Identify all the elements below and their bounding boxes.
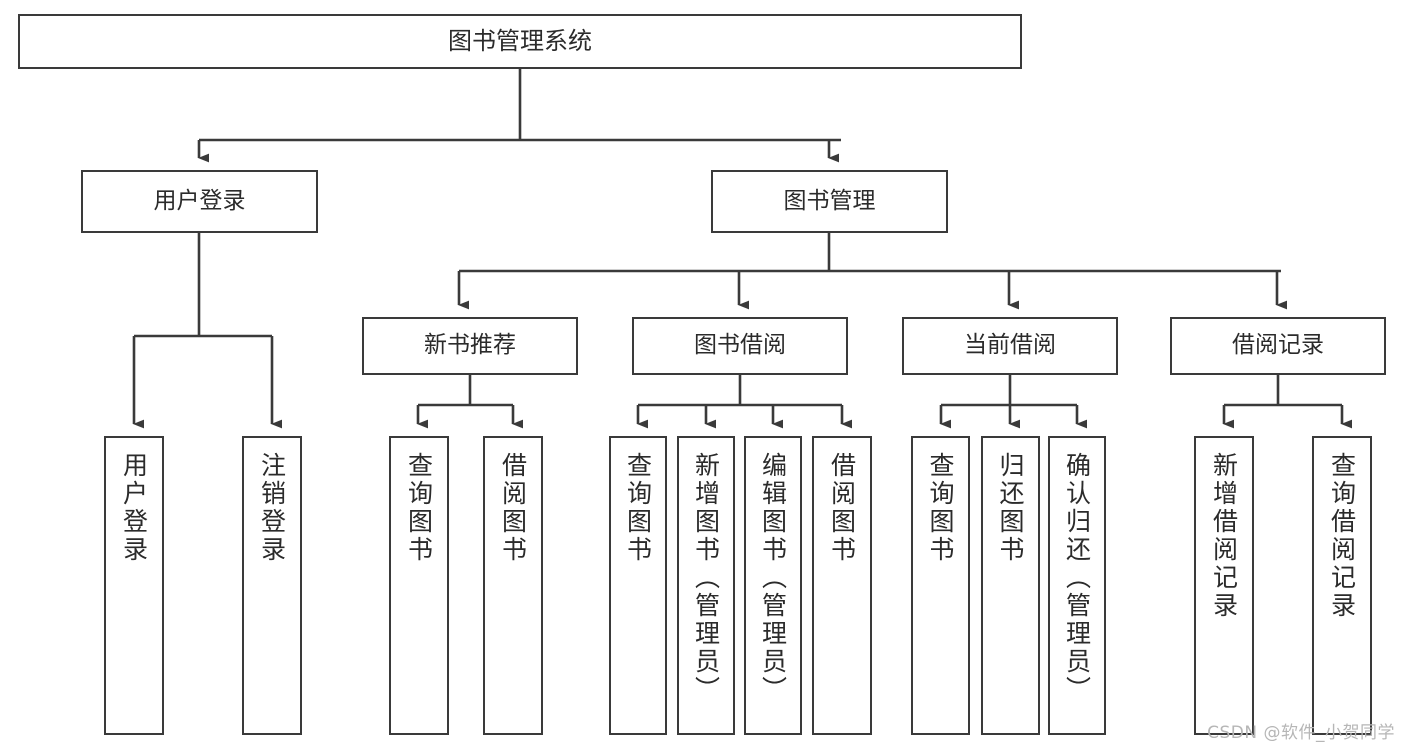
- node-root[interactable]: 图书管理系统: [18, 14, 1022, 69]
- leaf-new-book-query-label: 查询图书: [404, 452, 434, 564]
- leaf-current-borrow-confirm[interactable]: 确认归还（管理员）: [1048, 436, 1106, 735]
- node-root-label: 图书管理系统: [448, 27, 592, 56]
- node-new-book-recommend[interactable]: 新书推荐: [362, 317, 578, 375]
- leaf-borrow-record-add-label: 新增借阅记录: [1209, 452, 1239, 620]
- leaf-current-borrow-return-label: 归还图书: [996, 452, 1025, 564]
- leaf-current-borrow-return[interactable]: 归还图书: [981, 436, 1040, 735]
- leaf-borrow-record-query-label: 查询借阅记录: [1327, 452, 1357, 620]
- node-borrow-record[interactable]: 借阅记录: [1170, 317, 1386, 375]
- leaf-current-borrow-query-label: 查询图书: [926, 452, 955, 564]
- node-borrow-record-label: 借阅记录: [1232, 332, 1324, 359]
- leaf-book-borrow-edit-label: 编辑图书（管理员）: [758, 452, 788, 704]
- leaf-current-borrow-confirm-label: 确认归还（管理员）: [1062, 452, 1092, 704]
- leaf-borrow-record-query[interactable]: 查询借阅记录: [1312, 436, 1372, 735]
- leaf-borrow-record-add[interactable]: 新增借阅记录: [1194, 436, 1254, 735]
- node-current-borrow-label: 当前借阅: [964, 332, 1056, 359]
- leaf-book-borrow-query-label: 查询图书: [623, 452, 653, 564]
- leaf-book-borrow-edit[interactable]: 编辑图书（管理员）: [744, 436, 802, 735]
- leaf-book-borrow-add[interactable]: 新增图书（管理员）: [677, 436, 735, 735]
- node-user-login-label: 用户登录: [153, 187, 246, 214]
- leaf-book-borrow-query[interactable]: 查询图书: [609, 436, 667, 735]
- leaf-book-borrow-add-label: 新增图书（管理员）: [691, 452, 721, 704]
- leaf-user-login-logout[interactable]: 注销登录: [242, 436, 302, 735]
- leaf-user-login-login[interactable]: 用户登录: [104, 436, 164, 735]
- node-book-management-label: 图书管理: [783, 187, 876, 214]
- watermark: CSDN @软件_小贺同学: [1207, 723, 1395, 743]
- leaf-user-login-login-label: 用户登录: [119, 452, 149, 564]
- node-new-book-recommend-label: 新书推荐: [424, 332, 516, 359]
- node-current-borrow[interactable]: 当前借阅: [902, 317, 1118, 375]
- leaf-book-borrow-borrow-label: 借阅图书: [827, 452, 857, 564]
- leaf-new-book-query[interactable]: 查询图书: [389, 436, 449, 735]
- node-book-borrow-label: 图书借阅: [694, 332, 786, 359]
- node-user-login[interactable]: 用户登录: [81, 170, 318, 233]
- leaf-current-borrow-query[interactable]: 查询图书: [911, 436, 970, 735]
- leaf-book-borrow-borrow[interactable]: 借阅图书: [812, 436, 872, 735]
- leaf-user-login-logout-label: 注销登录: [257, 452, 287, 564]
- leaf-new-book-borrow[interactable]: 借阅图书: [483, 436, 543, 735]
- leaf-new-book-borrow-label: 借阅图书: [498, 452, 528, 564]
- node-book-borrow[interactable]: 图书借阅: [632, 317, 848, 375]
- node-book-management[interactable]: 图书管理: [711, 170, 948, 233]
